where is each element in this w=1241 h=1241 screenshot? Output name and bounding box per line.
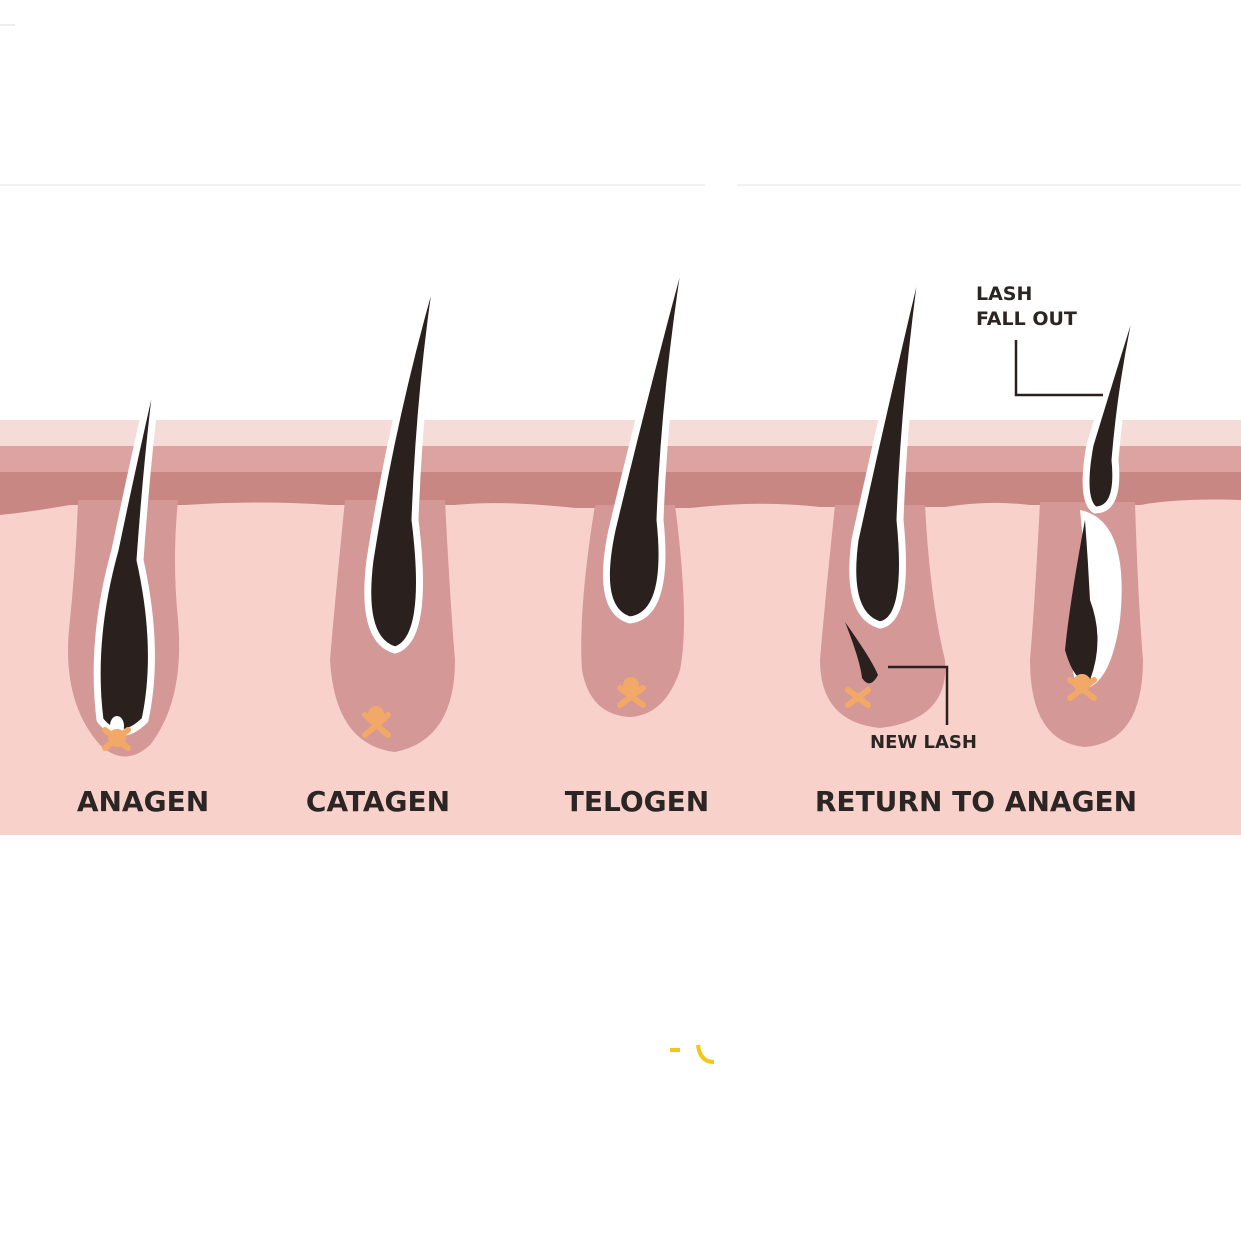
lash-fall-out-label-line2: FALL OUT [976,308,1077,330]
dermis-band [0,446,1241,474]
new-lash-label: NEW LASH [870,732,977,753]
new-lash-hair [845,622,878,684]
stray-mark [696,1044,715,1064]
hair-falling-out [1082,216,1164,514]
stage-label-return-to-anagen: RETURN TO ANAGEN [815,785,1137,818]
hair-catagen [364,241,446,654]
stage-label-catagen: CATAGEN [306,785,450,818]
new-lash-callout-line [888,665,949,725]
fall-out-callout-line [1014,340,1103,397]
hair-telogen [603,211,697,624]
papilla-catagen [362,706,391,738]
stage-label-telogen: TELOGEN [565,785,709,818]
lash-fall-out-label-line1: LASH [976,283,1032,305]
papilla-return [845,687,871,708]
stage-label-anagen: ANAGEN [77,785,209,818]
new-hair-growing [1065,520,1098,681]
hair-return [849,211,934,629]
papilla-fall-out [1067,674,1097,701]
papilla-telogen [617,677,646,708]
epidermis-layer [0,420,1241,448]
papilla-anagen [102,727,131,751]
